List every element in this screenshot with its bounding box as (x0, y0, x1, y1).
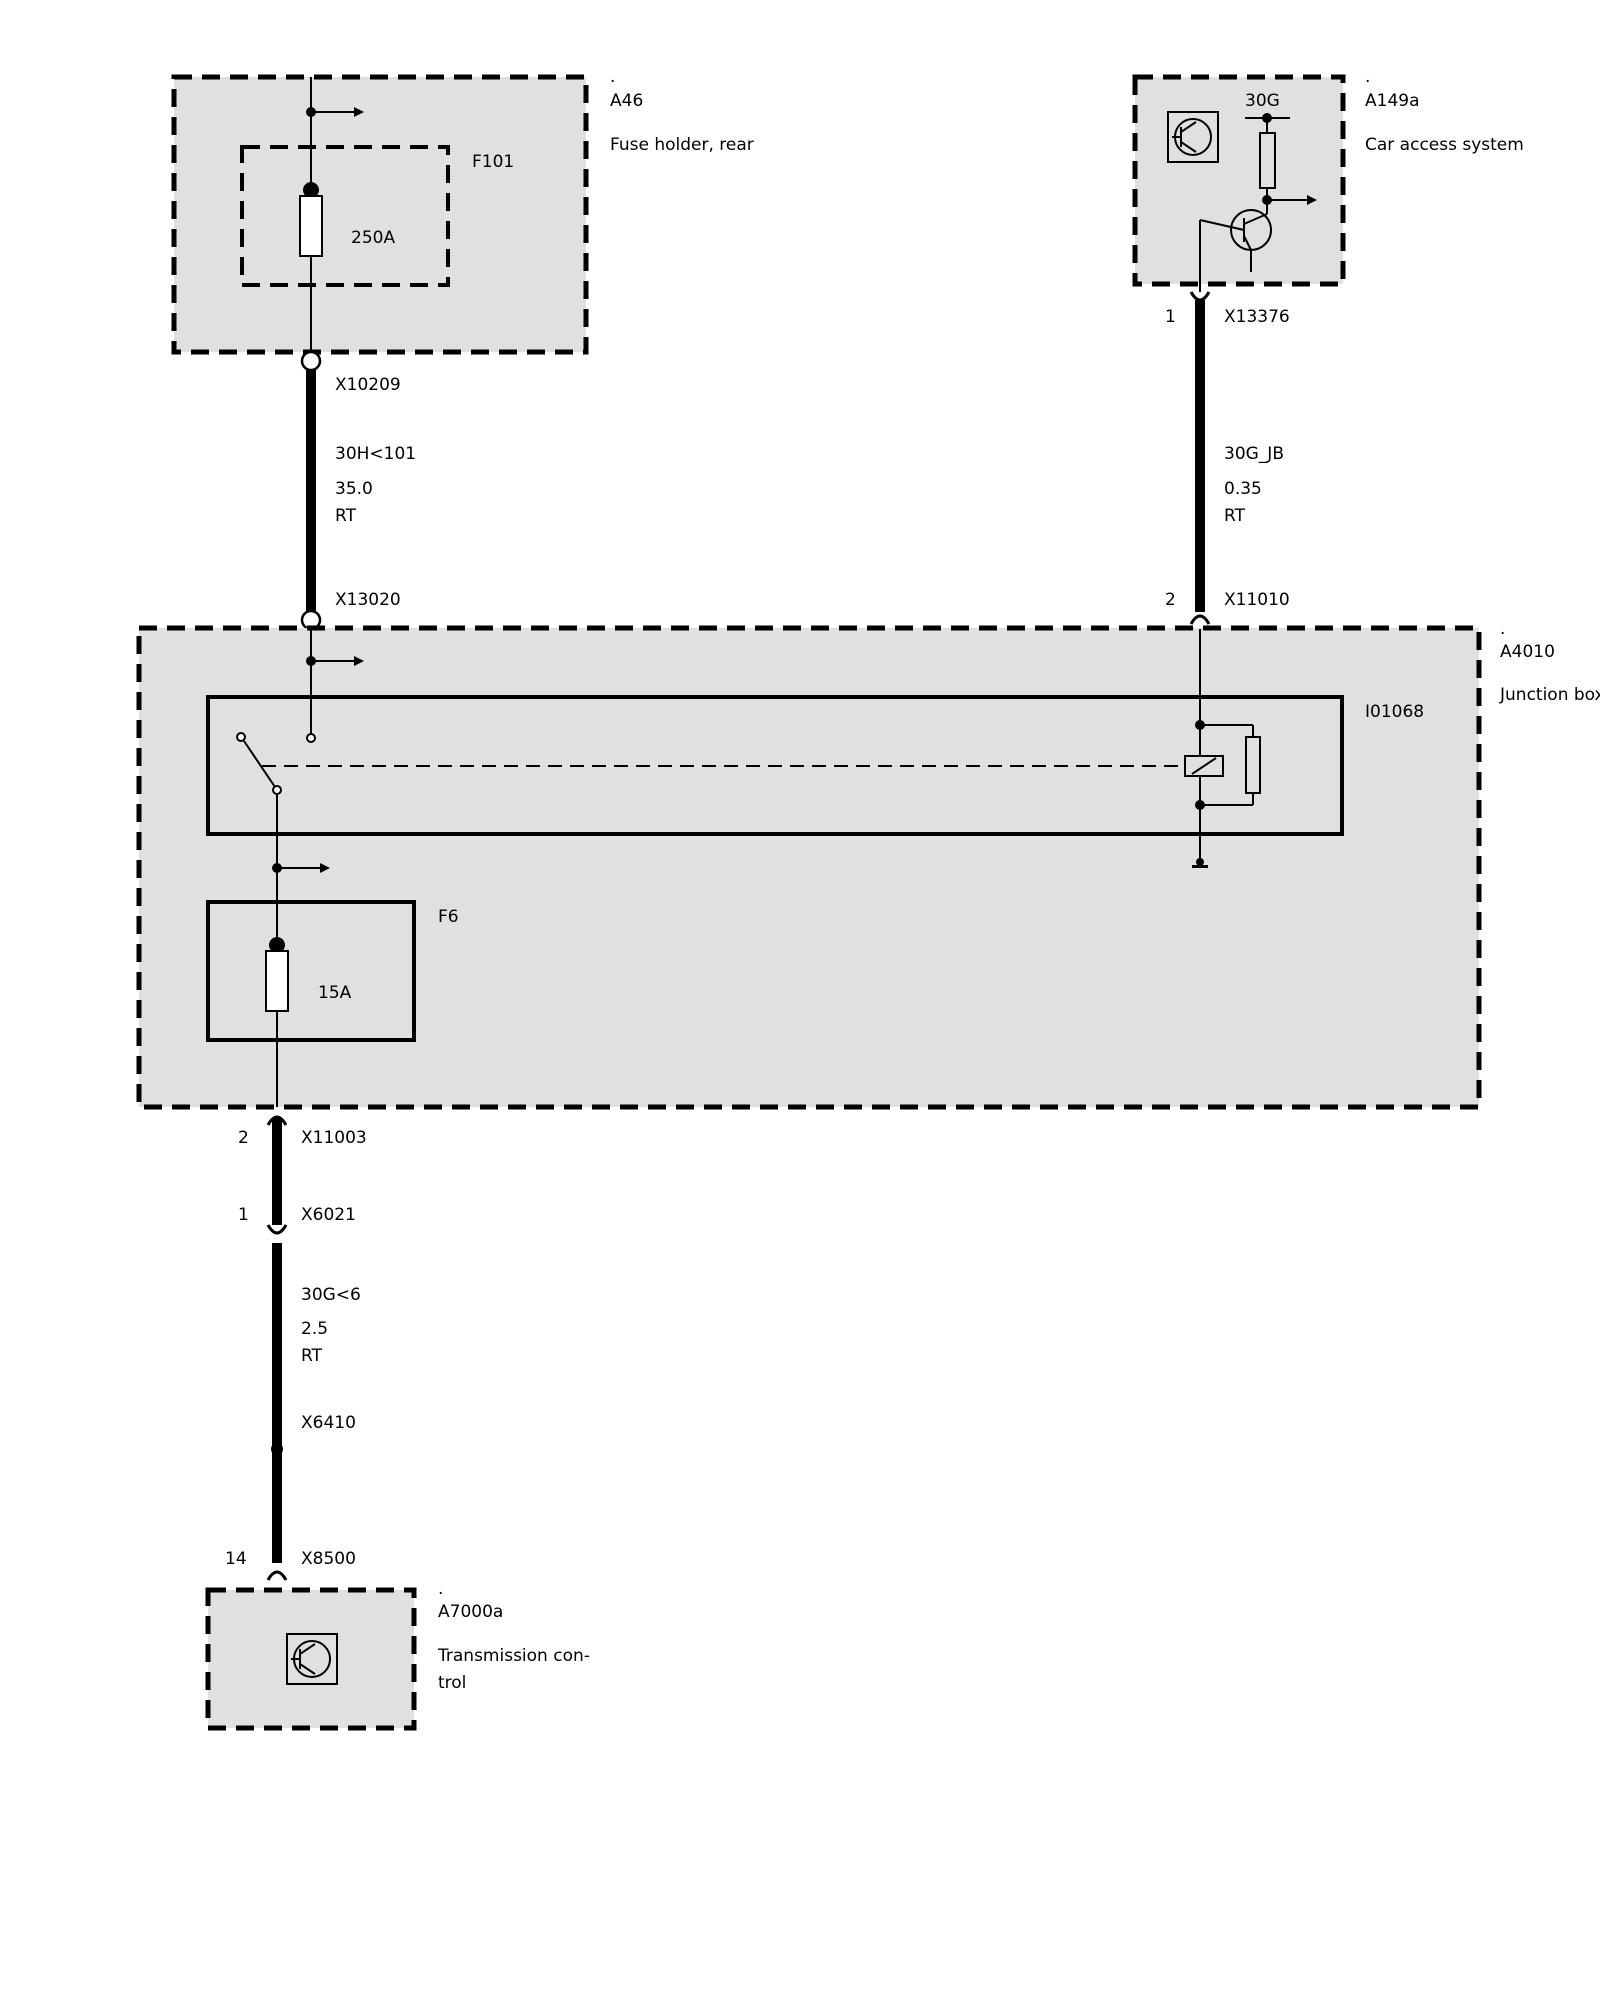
connector-x13376-pin: 1 (1165, 307, 1176, 327)
fuse-f101-symbol (299, 195, 323, 257)
wire-30g-6: 2 X11003 1 X6021 30G<6 2.5 RT X6410 14 X… (225, 1115, 367, 1581)
connector-x6410: X6410 (301, 1413, 356, 1433)
f101-enclosure (240, 145, 450, 287)
fuse-holder-id: A46 (610, 91, 643, 111)
relay-contact-fixed (306, 733, 316, 743)
fuse-holder-dot: . (610, 67, 615, 87)
junction-box-name: Junction box (1499, 685, 1600, 705)
transmission-control: . A7000a Transmission con- trol (205, 1579, 590, 1731)
connector-x10209: X10209 (335, 375, 401, 395)
fuse-holder-rear: F101 250A . A46 Fuse holder, rear (171, 67, 754, 355)
fuse-f6-box (206, 900, 416, 1042)
fuse-f101-label: F101 (472, 152, 514, 172)
fuse-f6-rating: 15A (318, 983, 352, 1003)
car-access-id: A149a (1365, 91, 1420, 111)
fuse-holder-rear-box (171, 74, 589, 355)
car-access-system-box (1132, 74, 1346, 287)
terminal-30g-label: 30G (1245, 91, 1280, 111)
connector-x8500: X8500 (301, 1549, 356, 1569)
connector-x11003: X11003 (301, 1128, 367, 1148)
relay-switch-arm (243, 740, 276, 788)
transmission-name-line1: Transmission con- (437, 1646, 590, 1666)
wire-30g-6-section: 2.5 (301, 1319, 328, 1339)
car-access-system: 30G . A149a Car access system (1132, 67, 1524, 292)
connector-x6021-pin: 1 (238, 1205, 249, 1225)
wire-30h-101-color: RT (335, 506, 357, 526)
wire-30g-jb-section: 0.35 (1224, 479, 1262, 499)
relay-i01068-label: I01068 (1365, 702, 1424, 722)
junction-box-id: A4010 (1500, 642, 1555, 662)
car-access-name: Car access system (1365, 135, 1524, 155)
splice-x6410 (271, 1443, 283, 1455)
relay-contact-open (236, 732, 246, 742)
connector-x6021: X6021 (301, 1205, 356, 1225)
connector-x13020: X13020 (335, 590, 401, 610)
fuse-f101-rating: 250A (351, 228, 395, 248)
junction-box-dot: . (1500, 619, 1505, 639)
junction-box-outline (136, 625, 1482, 1110)
relay-coil-symbol (1184, 755, 1224, 777)
connector-x11010: X11010 (1224, 590, 1290, 610)
connector-x13376: X13376 (1224, 307, 1290, 327)
wire-30g-jb-color: RT (1224, 506, 1246, 526)
transmission-name-line2: trol (438, 1673, 466, 1693)
connector-x11010-pin: 2 (1165, 590, 1176, 610)
fuse-f6-symbol (265, 950, 289, 1012)
wire-30h-101-signal: 30H<101 (335, 444, 416, 464)
wire-30g-6-signal: 30G<6 (301, 1285, 361, 1305)
wire-30h-101: X10209 30H<101 35.0 RT X13020 (300, 350, 416, 631)
car-access-dot: . (1365, 67, 1370, 87)
wire-30g-jb-signal: 30G_JB (1224, 444, 1284, 464)
wire-30h-101-section: 35.0 (335, 479, 373, 499)
fuse-holder-name: Fuse holder, rear (610, 135, 754, 155)
relay-i01068-box (206, 695, 1344, 836)
connector-x11003-pin: 2 (238, 1128, 249, 1148)
wire-30g-jb: 1 X13376 30G_JB 0.35 RT 2 X11010 (1165, 291, 1290, 625)
connector-x8500-pin: 14 (225, 1549, 247, 1569)
fuse-f6-label: F6 (438, 907, 459, 927)
ground-symbol (1192, 865, 1208, 868)
transmission-id: A7000a (438, 1602, 503, 1622)
wire-30g-6-color: RT (301, 1346, 323, 1366)
junction-box: . A4010 Junction box I01068 F6 (136, 619, 1600, 1110)
transmission-dot: . (438, 1579, 443, 1599)
